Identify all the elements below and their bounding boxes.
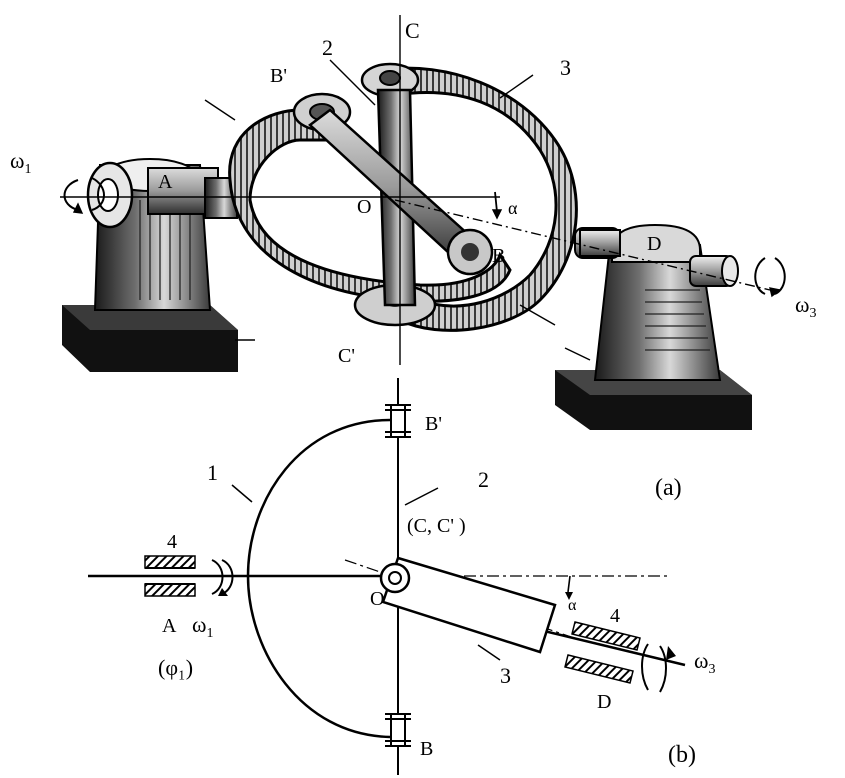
label-alpha-b: α <box>568 597 577 614</box>
label-O: O <box>357 196 371 218</box>
yoke-1-arc <box>246 418 391 739</box>
label-3: 3 <box>560 55 571 80</box>
bearing-B <box>385 713 411 747</box>
label-D: D <box>647 233 661 255</box>
label-O-b: O <box>370 588 384 610</box>
label-Bprime: B' <box>270 65 287 87</box>
label-2-b: 2 <box>478 467 489 492</box>
labels-b: B' 1 2 (C, C' ) 4 O α 4 A ω1 (φ₁) 3 ω3 D… <box>158 413 715 768</box>
label-omega1-b: ω1 <box>192 612 213 641</box>
label-Bprime-b: B' <box>425 413 442 435</box>
label-omega1: ω1 <box>10 148 31 177</box>
label-4-left: 4 <box>167 531 177 553</box>
label-2: 2 <box>322 35 333 60</box>
label-phi1: (φ₁) <box>158 655 193 680</box>
bearing-Bprime <box>385 404 411 438</box>
label-B-b: B <box>420 738 433 760</box>
label-A: A <box>158 171 173 193</box>
label-Cprime: C' <box>338 345 355 367</box>
label-A-b: A <box>162 615 177 637</box>
label-3-b: 3 <box>500 663 511 688</box>
labels-a: C 2 3 B' ω1 A O α B D ω3 C' (a) <box>10 18 816 501</box>
label-omega3: ω3 <box>795 292 816 321</box>
label-omega3-b: ω3 <box>694 648 715 677</box>
label-1-b: 1 <box>207 460 218 485</box>
caption-a: (a) <box>655 475 682 501</box>
label-alpha: α <box>508 198 518 218</box>
leaders-b <box>231 484 501 661</box>
cross-piece-2 <box>308 88 494 307</box>
bearing-4-right <box>564 575 676 693</box>
label-C: C <box>405 18 420 43</box>
label-CC-b: (C, C' ) <box>407 515 466 537</box>
figure-b: B' 1 2 (C, C' ) 4 O α 4 A ω1 (φ₁) 3 ω3 D… <box>88 378 715 775</box>
left-bearing-support <box>62 158 238 372</box>
label-4-right: 4 <box>610 605 620 627</box>
caption-b: (b) <box>668 742 696 768</box>
label-D-b: D <box>597 691 611 713</box>
figure-a: C 2 3 B' ω1 A O α B D ω3 C' (a) <box>10 15 816 501</box>
bearing-4-left <box>144 555 234 597</box>
label-B: B <box>492 245 505 267</box>
axis-lines-a <box>60 15 786 365</box>
link-3 <box>379 556 557 654</box>
